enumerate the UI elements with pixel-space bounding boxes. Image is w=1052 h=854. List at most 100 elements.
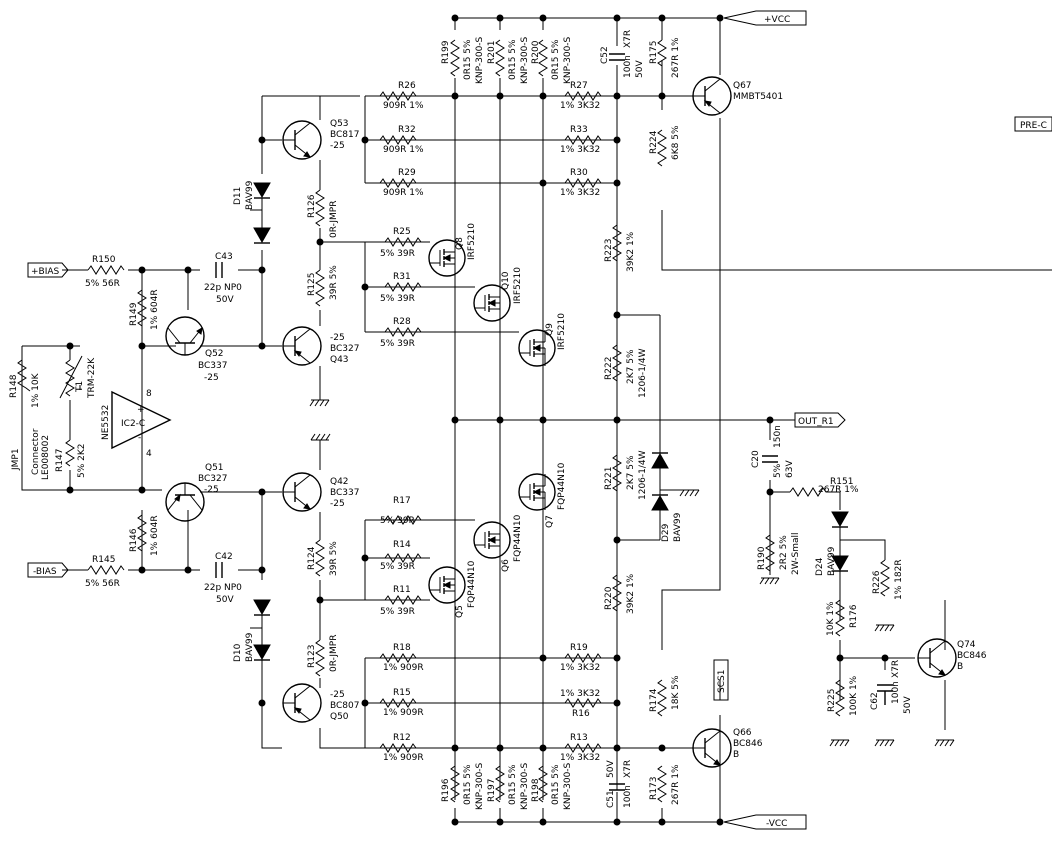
r124-value: 39R 5% bbox=[329, 541, 339, 576]
r222-ref: R222 bbox=[604, 357, 614, 380]
r147-ref: R147 bbox=[55, 449, 65, 472]
q66-grade: B bbox=[733, 750, 739, 760]
c51-voltage: 50V bbox=[606, 760, 616, 778]
r196-part: KNP-300-S bbox=[475, 762, 485, 810]
q50-part: BC807 bbox=[330, 701, 359, 711]
c51-dielectric: X7R bbox=[623, 760, 633, 778]
net-pre: PRE-C bbox=[1020, 121, 1047, 131]
d10-ref: D10 bbox=[233, 643, 243, 662]
q7-part: FQP44N10 bbox=[557, 462, 567, 510]
r145-value: 5% 56R bbox=[85, 579, 120, 589]
q53-part: BC817 bbox=[330, 130, 359, 140]
net-bias-pos: +BIAS bbox=[31, 267, 60, 277]
q42-ref: Q42 bbox=[330, 477, 349, 487]
capacitor-symbols bbox=[215, 53, 893, 791]
r176-ref: R176 bbox=[849, 604, 859, 628]
ic-part: NE5532 bbox=[101, 405, 111, 440]
q43-grade: -25 bbox=[330, 333, 345, 343]
r33-value: 1% 3K32 bbox=[560, 145, 600, 155]
q66-part: BC846 bbox=[733, 739, 763, 749]
q52-part: BC337 bbox=[198, 361, 227, 371]
q10-ref: Q10 bbox=[501, 271, 511, 290]
r151-ref: R151 bbox=[830, 477, 853, 487]
r27-ref: R27 bbox=[570, 81, 588, 91]
r198-ref: R198 bbox=[531, 778, 541, 802]
r220-ref: R220 bbox=[604, 586, 614, 610]
jumper-ref: JMP1 bbox=[11, 448, 21, 471]
q42-grade: -25 bbox=[330, 499, 345, 509]
q67-part: MMBT5401 bbox=[733, 92, 783, 102]
d10-part: BAV99 bbox=[245, 632, 255, 662]
r17-ref: R17 bbox=[393, 496, 411, 506]
c20-voltage: 63V bbox=[785, 460, 795, 478]
r224-ref: R224 bbox=[649, 130, 659, 154]
r146-value: 1% 604R bbox=[150, 515, 160, 556]
q53-ref: Q53 bbox=[330, 119, 349, 129]
r149-ref: R149 bbox=[129, 302, 139, 326]
q6-symbol bbox=[473, 521, 511, 559]
net-bias-neg: -BIAS bbox=[33, 567, 57, 577]
q74-ref: Q74 bbox=[957, 640, 976, 650]
q43-ref: Q43 bbox=[330, 355, 349, 365]
c52-dielectric: X7R bbox=[623, 30, 633, 48]
d24-ref: D24 bbox=[815, 557, 825, 576]
ic-pin-top: 8 bbox=[146, 389, 152, 399]
c42-dielectric: NP0 bbox=[224, 583, 242, 593]
r124-ref: R124 bbox=[307, 546, 317, 570]
q67-ref: Q67 bbox=[733, 81, 752, 91]
r12-ref: R12 bbox=[393, 733, 411, 743]
c62-value: 100n bbox=[891, 681, 901, 704]
r190-part: 2W-Small bbox=[791, 532, 801, 575]
c51-ref: C51 bbox=[606, 790, 616, 808]
r199-part: KNP-300-S bbox=[475, 36, 485, 84]
c52-value: 100n bbox=[623, 55, 633, 78]
opamp-symbol bbox=[111, 390, 172, 450]
ic-pin-bottom: 4 bbox=[146, 449, 152, 459]
q9-part: IRF5210 bbox=[557, 313, 567, 350]
r174-value: 18K 5% bbox=[671, 675, 681, 710]
q43-part: BC327 bbox=[330, 344, 359, 354]
r125-ref: R125 bbox=[307, 273, 317, 296]
r126-ref: R126 bbox=[307, 194, 317, 218]
q8-part: IRF5210 bbox=[467, 223, 477, 260]
r126-value: 0R-JMPR bbox=[329, 201, 339, 238]
net-vcc-bottom: -VCC bbox=[766, 819, 787, 829]
c20-ref: C20 bbox=[751, 450, 761, 468]
r226-ref: R226 bbox=[872, 570, 882, 594]
r32-value: 909R 1% bbox=[383, 145, 424, 155]
r173-ref: R173 bbox=[649, 777, 659, 800]
c51-value: 100n bbox=[623, 785, 633, 808]
r221-value: 2K7 5% bbox=[626, 455, 636, 490]
ic-name: IC2-C bbox=[121, 419, 145, 429]
d29-ref: D29 bbox=[661, 523, 671, 542]
r175-value: 267R 1% bbox=[671, 37, 681, 78]
r28-value: 5% 39R bbox=[380, 339, 415, 349]
q5-part: FQP44N10 bbox=[467, 560, 477, 608]
c42-voltage: 50V bbox=[216, 595, 234, 605]
ic-minus-pin: - bbox=[138, 433, 141, 443]
r199-ref: R199 bbox=[441, 40, 451, 64]
q8-ref: Q8 bbox=[455, 237, 465, 250]
q50-grade: -25 bbox=[330, 690, 345, 700]
r222-value: 2K7 5% bbox=[626, 349, 636, 384]
r14-ref: R14 bbox=[393, 540, 411, 550]
r15-ref: R15 bbox=[393, 688, 411, 698]
jumper-line2: LE008002 bbox=[41, 435, 51, 480]
r150-value: 5% 56R bbox=[85, 279, 120, 289]
r201-part: KNP-300-S bbox=[520, 36, 530, 84]
c62-voltage: 50V bbox=[903, 696, 913, 714]
q51-part: BC327 bbox=[198, 474, 227, 484]
r19-value: 1% 3K32 bbox=[560, 663, 600, 673]
c43-value: 22p bbox=[204, 283, 221, 293]
q53-symbol bbox=[282, 120, 322, 160]
q42-symbol bbox=[282, 472, 322, 512]
c42-ref: C42 bbox=[215, 552, 233, 562]
q7-symbol bbox=[518, 473, 556, 511]
q52-ref: Q52 bbox=[205, 349, 224, 359]
r12-value: 1% 909R bbox=[383, 753, 424, 763]
c62-dielectric: X7R bbox=[891, 660, 901, 678]
q5-ref: Q5 bbox=[455, 605, 465, 618]
r14-value: 5% 39R bbox=[380, 562, 415, 572]
r33-ref: R33 bbox=[570, 125, 588, 135]
c20-tolerance: 5% bbox=[773, 463, 783, 478]
